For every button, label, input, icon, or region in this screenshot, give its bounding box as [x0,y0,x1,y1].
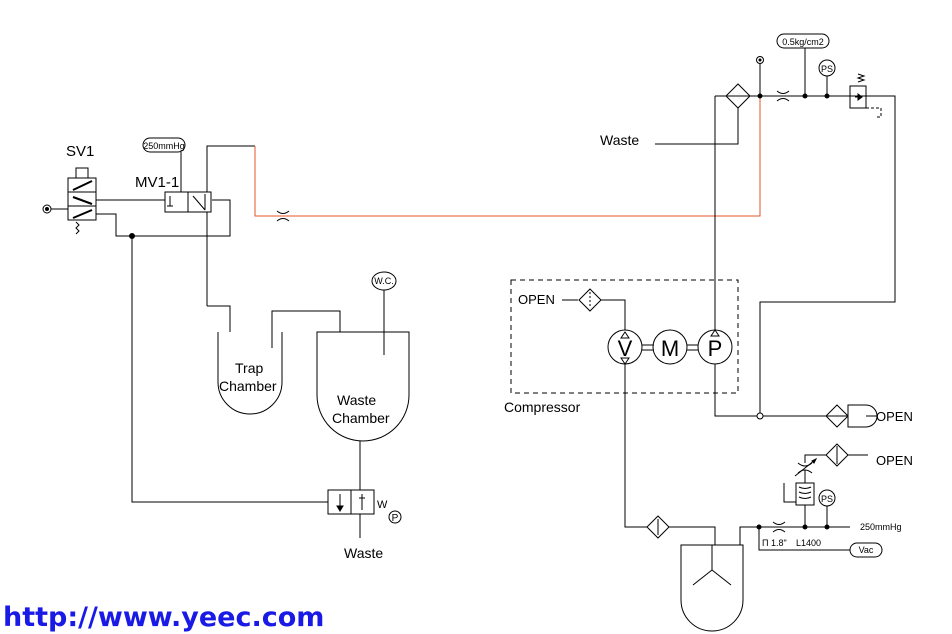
bottom-valve: W P Waste [327,489,402,561]
compressor-label: Compressor [504,399,581,415]
watermark-url: http://www.yeec.com [3,602,324,633]
vac-label: Vac [859,545,874,555]
waste-chamber-label-1: Waste [337,392,376,408]
sv1-valve: SV1 [42,143,97,235]
mv1-valve: MV1-1 250mmHg [135,137,255,306]
sv1-label: SV1 [66,143,94,160]
wc-label: W.C. [374,276,394,286]
trap-label-2: Chamber [219,378,277,394]
mv1-label: MV1-1 [135,174,179,191]
waste-chamber-label-2: Chamber [332,410,390,426]
waste-bottom-label: Waste [344,545,383,561]
vacuum-line: 250mmHg Π 1.8" L1400 Vac PS OPEN [624,364,913,558]
pump-v-label: V [618,336,633,361]
tube-spec-label: Π 1.8" [762,538,787,548]
trap-label-1: Trap [235,360,263,376]
pressure-top-label: 0.5kg/cm2 [782,37,824,47]
pump-p-label: P [708,336,723,361]
open-mid-label: OPEN [876,409,913,424]
ps-bottom-label: PS [821,494,833,504]
trap-chamber: Trap Chamber [207,305,341,415]
mid-open-line: OPEN [714,364,913,428]
pump-p-small-label: P [392,513,399,524]
vac-pressure-label: 250mmHg [860,522,902,532]
ps-top-label: PS [821,64,833,74]
orange-air-line [254,97,761,217]
compressor-unit: OPEN V M P Compressor [504,279,739,415]
open-lower-label: OPEN [876,453,913,468]
open-left-label: OPEN [518,292,555,307]
valve-w-label: W [377,499,388,511]
waste-chamber: Waste Chamber W.C. [316,271,410,490]
mv1-pressure-label: 250mmHg [143,141,185,151]
pump-m-label: M [661,336,679,361]
waste-top-label: Waste [600,132,639,148]
vacuum-tank [680,544,744,632]
tube-length-label: L1400 [796,538,821,548]
